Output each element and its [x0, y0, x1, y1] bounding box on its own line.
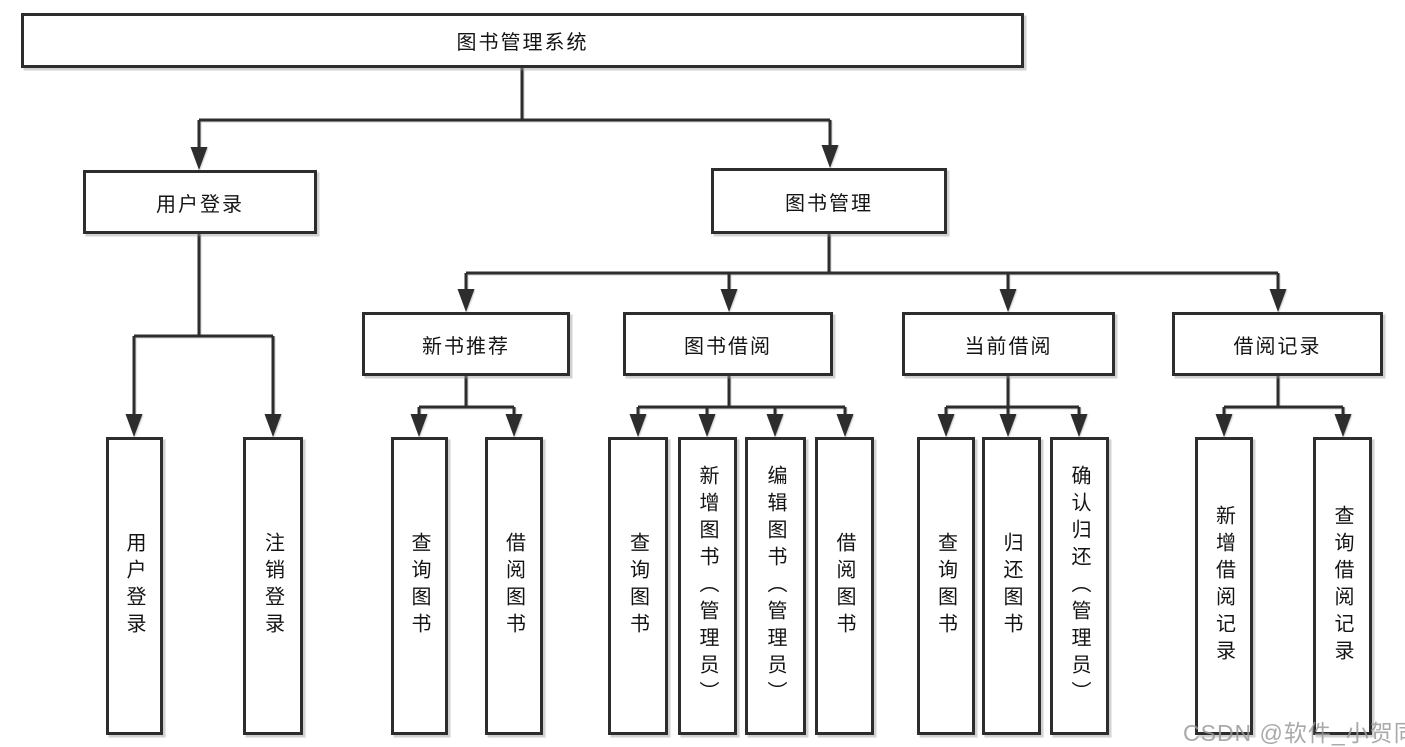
connector-nbr-to-leaves [417, 376, 516, 433]
arrowhead [720, 289, 738, 312]
csdn-watermark: CSDN @软件_小贺同学 [1183, 720, 1405, 746]
node-book-borrow: 图书借阅 [623, 312, 833, 376]
connector-br-to-leaves [1222, 376, 1345, 433]
node-label: 借阅记录 [1233, 335, 1322, 358]
arrowhead [1269, 289, 1287, 312]
leaf-add-borrow-record: 新增借阅记录 [1195, 437, 1253, 735]
connector-root-to-level2 [197, 68, 832, 166]
node-new-book-recommend: 新书推荐 [362, 312, 570, 376]
node-label: 查询借阅记录 [1331, 505, 1353, 667]
arrowhead [836, 414, 854, 437]
arrowhead [1070, 414, 1088, 437]
arrowhead [1334, 414, 1352, 437]
leaf-confirm-return-admin: 确认归还（管理员） [1050, 437, 1109, 735]
leaf-borrow-books: 借阅图书 [815, 437, 874, 735]
node-user-login: 用户登录 [83, 170, 317, 234]
arrowhead [937, 414, 955, 437]
node-label: 确认归还（管理员） [1068, 464, 1090, 708]
leaf-edit-books-admin: 编辑图书（管理员） [745, 437, 806, 735]
arrowhead [190, 147, 208, 170]
node-root-library-system: 图书管理系统 [21, 13, 1024, 68]
leaf-add-books-admin: 新增图书（管理员） [678, 437, 737, 735]
arrowhead [821, 145, 839, 168]
node-borrow-record: 借阅记录 [1172, 312, 1383, 376]
node-book-management: 图书管理 [711, 168, 947, 234]
node-label: 新增借阅记录 [1212, 505, 1235, 667]
node-label: 借阅图书 [833, 532, 855, 640]
arrowhead [457, 289, 475, 312]
arrowhead [505, 414, 523, 437]
arrowhead [264, 414, 282, 437]
leaf-borrow-books-recommend: 借阅图书 [485, 437, 543, 735]
arrowhead [999, 414, 1017, 437]
arrowhead [766, 414, 784, 437]
leaf-query-books-borrow: 查询图书 [608, 437, 668, 735]
leaf-query-borrow-record: 查询借阅记录 [1313, 437, 1372, 735]
node-label: 借阅图书 [502, 532, 525, 640]
connector-bb-to-leaves [636, 376, 847, 433]
arrowhead [629, 414, 647, 437]
node-label: 用户登录 [156, 193, 244, 216]
node-label: 归还图书 [1000, 532, 1022, 640]
node-label: 当前借阅 [964, 335, 1053, 358]
leaf-return-books: 归还图书 [982, 437, 1041, 735]
arrowhead [1215, 414, 1233, 437]
leaf-query-books-recommend: 查询图书 [391, 437, 448, 735]
node-label: 新书推荐 [422, 335, 510, 358]
arrowhead [410, 414, 428, 437]
arrowhead [698, 414, 716, 437]
connector-mgmt-to-level3 [464, 234, 1280, 308]
node-label: 用户登录 [123, 532, 145, 640]
leaf-user-login: 用户登录 [106, 437, 163, 735]
arrowhead [999, 289, 1017, 312]
leaf-logout: 注销登录 [243, 437, 303, 735]
node-current-borrow: 当前借阅 [902, 312, 1115, 376]
node-label: 查询图书 [408, 532, 430, 640]
node-label: 查询图书 [934, 532, 957, 640]
arrowhead [125, 414, 143, 437]
node-label: 查询图书 [626, 532, 649, 640]
node-label: 注销登录 [261, 532, 284, 640]
connector-login-to-leaves [132, 234, 275, 433]
node-label: 编辑图书（管理员） [764, 464, 786, 708]
leaf-query-books-current: 查询图书 [917, 437, 975, 735]
node-label: 新增图书（管理员） [696, 464, 718, 708]
node-label: 图书借阅 [684, 335, 772, 358]
node-label: 图书管理系统 [456, 32, 589, 54]
node-label: 图书管理 [785, 192, 873, 215]
